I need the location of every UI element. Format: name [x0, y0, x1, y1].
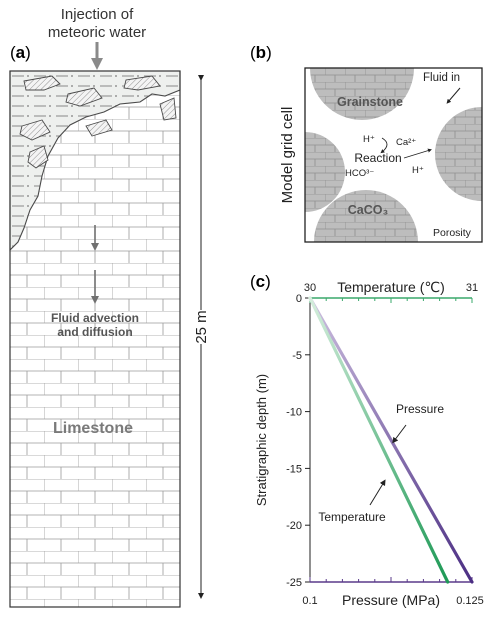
grain-top — [310, 68, 414, 120]
series-line-pressure — [308, 296, 474, 584]
y-tick-label: -10 — [286, 407, 302, 419]
clast — [19, 119, 51, 141]
grainstone-label: Grainstone — [337, 95, 403, 109]
panel-c: (c) 0 -5 -10 -15 -20 -25 Stratigraphic depth (… — [250, 272, 484, 608]
fluid-in-arrow-icon — [446, 87, 461, 104]
grain-right — [435, 107, 482, 201]
calcium-ion-label: Ca²⁺ — [396, 137, 416, 148]
grain-left — [305, 132, 345, 212]
grid-cell-frame — [304, 67, 483, 243]
clast — [159, 97, 177, 121]
grain-bottom — [314, 190, 418, 242]
limestone-label: Limestone — [53, 420, 133, 437]
clast — [23, 75, 61, 91]
panel-a: (a) Injection of meteoric water Fluid ad… — [9, 6, 210, 608]
advection-label-line1: Fluid advection — [51, 311, 139, 325]
y-tick-label: -20 — [286, 520, 302, 532]
advection-label-line2: and diffusion — [57, 325, 132, 339]
porosity-label: Porosity — [433, 227, 472, 239]
series-label-temperature: Temperature — [318, 510, 386, 524]
height-label: 25 m — [193, 310, 210, 343]
panel-c-letter: (c) — [250, 272, 271, 291]
y-tick-label: -25 — [286, 577, 302, 589]
model-grid-cell-label: Model grid cell — [279, 107, 296, 204]
bottom-axis-label: Pressure (MPa) — [342, 592, 440, 608]
panel-b: (b) Model grid cell Fluid in Grainstone … — [250, 43, 483, 243]
h-plus-right-label: H⁺ — [412, 165, 424, 176]
clast — [27, 145, 49, 169]
injection-label-line2: meteoric water — [48, 24, 146, 41]
h-plus-left-label: H⁺ — [363, 134, 375, 145]
meteoric-water-zone — [9, 70, 181, 252]
clast — [85, 119, 113, 137]
reaction-label: Reaction — [354, 151, 401, 165]
fluid-in-label: Fluid in — [423, 72, 460, 84]
column-frame — [9, 70, 181, 608]
temperature-pointer-arrow-icon — [369, 479, 386, 506]
injection-label-line1: Injection of — [61, 6, 134, 23]
y-tick-label: 0 — [296, 293, 302, 305]
y-tick-label: -15 — [286, 463, 302, 475]
grains — [305, 68, 482, 242]
depth-profile-chart: 0 -5 -10 -15 -20 -25 Stratigraphic depth (m) 30… — [254, 279, 484, 608]
series-label-pressure: Pressure — [396, 402, 444, 416]
injection-arrow-icon — [91, 58, 103, 70]
reaction-arrow-right-icon — [403, 148, 432, 159]
top-axis-label: Temperature (℃) — [337, 279, 445, 295]
caco3-label: CaCO₃ — [348, 203, 389, 217]
clast — [123, 75, 161, 91]
bottom-axis-tick-label: 0.1 — [302, 595, 317, 607]
series-line-temperature — [308, 296, 450, 584]
clast-fragments — [19, 75, 177, 169]
y-axis-label: Stratigraphic depth (m) — [254, 374, 269, 506]
reaction-arrow-icon — [380, 137, 388, 154]
bicarbonate-label: HCO³⁻ — [345, 168, 374, 179]
height-label-bg — [194, 310, 208, 344]
bottom-axis-tick-label: 0.125 — [456, 595, 484, 607]
pressure-pointer-arrow-icon — [392, 424, 407, 444]
top-axis-tick-label: 30 — [304, 282, 316, 294]
clast — [65, 87, 103, 107]
top-axis-tick-label: 31 — [466, 282, 478, 294]
panel-b-letter: (b) — [250, 43, 272, 62]
y-tick-label: -5 — [292, 350, 302, 362]
panel-a-letter: (a) — [10, 43, 31, 62]
